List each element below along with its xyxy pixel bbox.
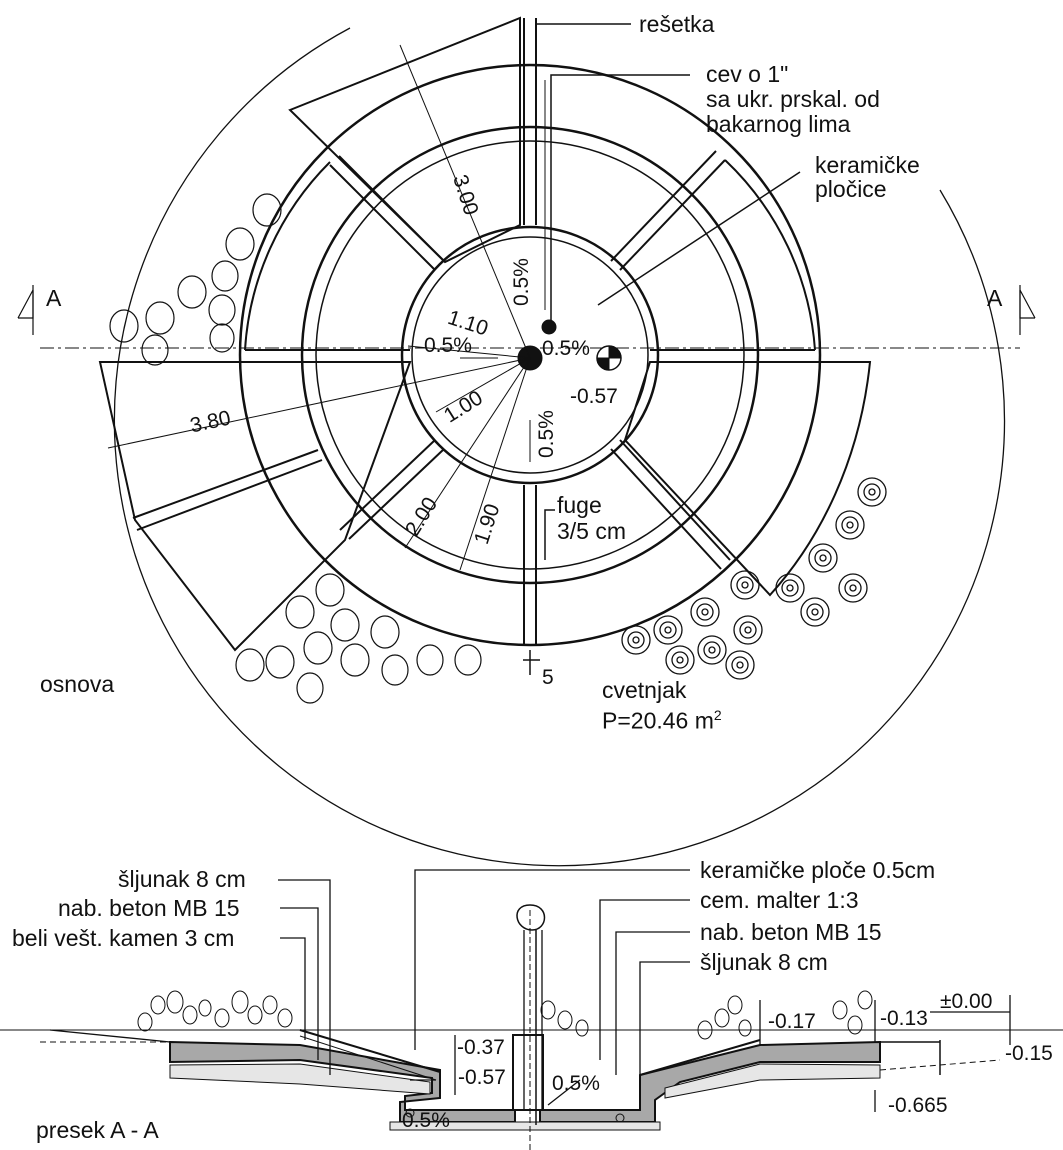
- section-layer-right-1: keramičke ploče 0.5cm: [700, 857, 936, 883]
- leader-lines: [523, 23, 801, 675]
- plan-wing-right: [623, 361, 872, 597]
- gravel-bed-base: [389, 1121, 661, 1131]
- slope-bottom: 0.5%: [535, 410, 558, 458]
- plan-view: [17, 16, 1036, 867]
- section-layer-left-2: nab. beton MB 15: [58, 895, 240, 921]
- section-leaders: [278, 869, 1011, 1112]
- section-layer-right-4: šljunak 8 cm: [700, 949, 828, 975]
- basin-wall: [512, 1034, 544, 1111]
- planter-label-line1: cvetnjak: [602, 677, 687, 703]
- inner-basin-outline: [400, 225, 660, 485]
- pipe-label-line1: cev o 1": [706, 61, 789, 87]
- plan-wing-top: [288, 16, 521, 264]
- section-pebbles: [137, 990, 873, 1123]
- section-mark-left: A: [46, 285, 62, 311]
- sprinkler-pipe: [541, 319, 557, 335]
- joint-width-label: 5: [542, 666, 554, 689]
- planter-area: P=20.46 m: [602, 707, 714, 734]
- tiles-label-line1: keramičke: [815, 152, 920, 178]
- pebble-hatch: [109, 193, 482, 704]
- slope-top: 0.5%: [510, 258, 533, 306]
- section-level-037: -0.37: [457, 1036, 505, 1059]
- slope-left: 0.5%: [424, 334, 472, 357]
- outer-ring: [238, 63, 822, 647]
- grate-label: rešetka: [639, 11, 715, 37]
- middle-ring-inner: [315, 140, 745, 570]
- section-level-017: -0.17: [768, 1010, 816, 1033]
- section-level-000: ±0.00: [940, 990, 993, 1013]
- middle-ring-outer: [300, 125, 760, 585]
- section-mark-right: A: [987, 285, 1003, 311]
- plan-level-label: -0.57: [570, 385, 618, 408]
- planting-spirals: [621, 477, 887, 680]
- section-view: [0, 869, 1063, 1150]
- section-level-015: -0.15: [1005, 1042, 1053, 1065]
- section-marker-left: [17, 285, 34, 335]
- section-layer-left-3: beli vešt. kamen 3 cm: [12, 925, 235, 951]
- plan-wing-joint: [132, 449, 319, 519]
- pipe-label-line3: bakarnog lima: [706, 111, 851, 137]
- section-layer-right-2: cem. malter 1:3: [700, 887, 859, 913]
- slope-centre: 0.5%: [542, 337, 590, 360]
- joints-label-line1: fuge: [557, 492, 602, 518]
- section-slope-left: 0.5%: [402, 1109, 450, 1132]
- section-level-013: -0.13: [880, 1007, 928, 1030]
- section-marker-right: [1019, 285, 1036, 335]
- tiles-label-line2: pločice: [815, 176, 887, 202]
- plan-wing-left: [98, 361, 412, 652]
- joints-label-line2: 3/5 cm: [557, 518, 627, 544]
- inner-basin-outline-2: [411, 236, 649, 474]
- plan-title: osnova: [40, 671, 115, 697]
- level-marker-symbol: [596, 345, 622, 371]
- pipe-label-line2: sa ukr. prskal. od: [706, 86, 880, 112]
- section-level-057: -0.57: [458, 1066, 506, 1089]
- dimension-lines: [107, 44, 546, 571]
- section-title: presek A - A: [36, 1117, 159, 1143]
- section-layer-right-3: nab. beton MB 15: [700, 919, 882, 945]
- gravel-bed-right: [664, 1063, 881, 1099]
- section-slope-right: 0.5%: [552, 1072, 600, 1095]
- section-layer-left-1: šljunak 8 cm: [118, 866, 246, 892]
- planter-area-unit: 2: [713, 707, 722, 723]
- gravel-bed-left: [169, 1063, 431, 1095]
- sprinkler-nozzle: [516, 904, 546, 931]
- section-level-0665: -0.665: [888, 1094, 948, 1117]
- outer-boundary-arc: [113, 27, 1006, 867]
- planter-label-line2: P=20.46 m2: [602, 703, 722, 733]
